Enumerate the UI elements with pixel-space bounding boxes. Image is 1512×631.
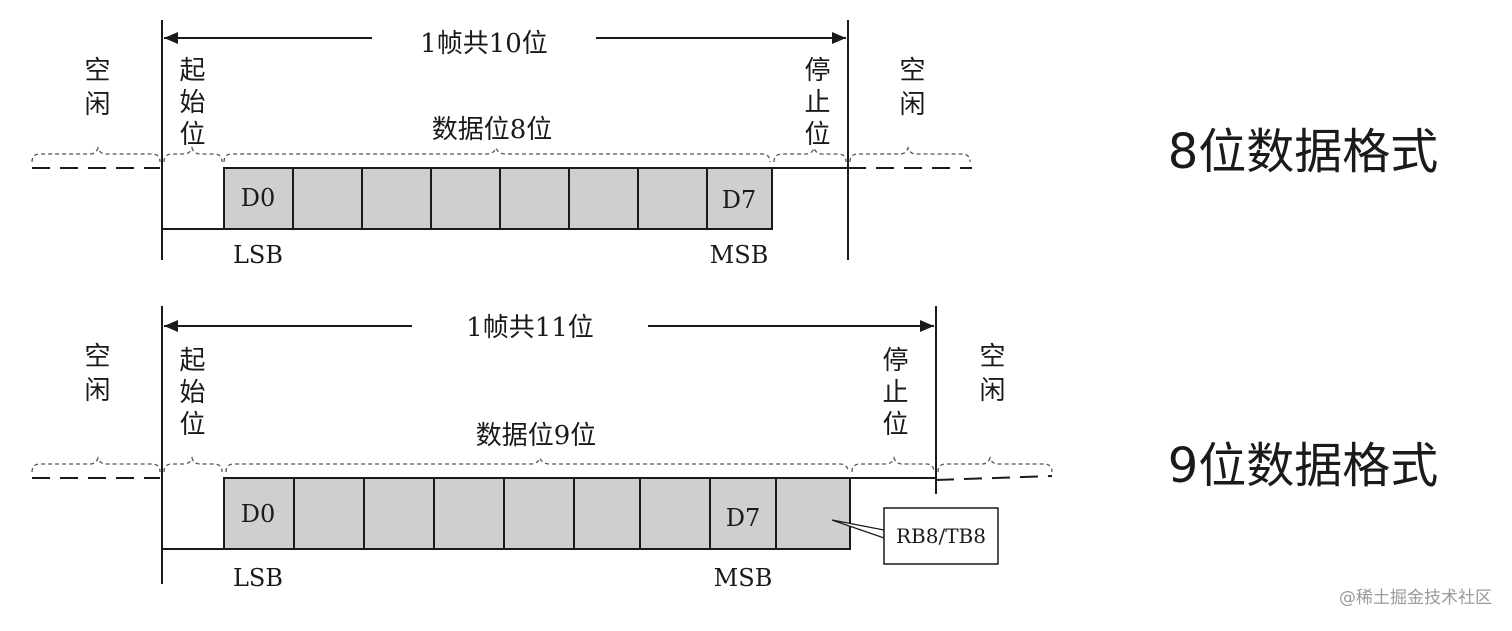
brace-stop: [851, 455, 935, 473]
bit-cell: [568, 167, 639, 230]
data-bit-cells: [223, 167, 773, 230]
brace-idle-left: [31, 455, 161, 473]
diagram-9bit: 1帧共11位 空闲 空闲 起始位 停止位 数据位9位 D0 D7 LSB MSB: [31, 306, 1439, 592]
bit-cell-rb8-tb8: [775, 477, 851, 550]
bit-cell: [503, 477, 575, 550]
idle-label-left: 空闲: [80, 342, 110, 410]
diagram-8bit: 1帧共10位 空闲 空闲 起始位 停止位 数据位8位 D0: [31, 20, 1439, 269]
frame-length-label: 1帧共10位: [420, 29, 548, 59]
msb-label: MSB: [714, 564, 773, 592]
data-bit-cells: [223, 477, 851, 550]
bit-cell: [573, 477, 641, 550]
start-bit-label: 起始位: [175, 56, 205, 152]
brace-idle-left: [31, 145, 161, 163]
idle-label-left: 空闲: [80, 56, 110, 124]
callout-label: RB8/TB8: [896, 524, 986, 548]
idle-line-right: [935, 475, 1053, 481]
bit-cell-d7: [706, 167, 773, 230]
frame-arrowhead-left: [164, 32, 178, 44]
idle-label-right: 空闲: [895, 56, 925, 124]
lsb-label: LSB: [233, 241, 283, 269]
bit-cell: [430, 167, 501, 230]
format-title: 9位数据格式: [1168, 438, 1439, 494]
frame-length-label: 1帧共11位: [466, 313, 594, 343]
data-bits-label: 数据位9位: [476, 421, 597, 451]
bit-cell-d0: [223, 477, 295, 550]
idle-label-right: 空闲: [975, 342, 1005, 410]
bit-cell: [433, 477, 505, 550]
bit-cell: [293, 477, 365, 550]
watermark: @稀土掘金技术社区: [1339, 588, 1492, 608]
bit-cell-d0: [223, 167, 294, 230]
frame-arrowhead-left: [164, 320, 178, 332]
bit-label-d0: D0: [241, 500, 276, 528]
brace-idle-right: [937, 455, 1053, 473]
brace-data: [223, 145, 771, 163]
brace-stop: [773, 145, 847, 163]
lsb-label: LSB: [233, 564, 283, 592]
bit-label-d7: D7: [722, 186, 757, 214]
data-bits-label: 数据位8位: [432, 115, 553, 145]
format-title: 8位数据格式: [1168, 124, 1439, 180]
bit-cell: [361, 167, 432, 230]
brace-start: [163, 455, 223, 473]
frame-arrowhead-right: [832, 32, 846, 44]
callout-box: [883, 507, 999, 565]
frame-arrowhead-right: [920, 320, 934, 332]
start-bit-label: 起始位: [175, 346, 205, 442]
bit-cell: [637, 167, 708, 230]
brace-idle-right: [849, 145, 971, 163]
bit-label-d0: D0: [241, 184, 276, 212]
stop-bit-label: 停止位: [800, 56, 830, 152]
stop-bit-label: 停止位: [878, 346, 908, 442]
msb-label: MSB: [710, 241, 769, 269]
bit-cell: [639, 477, 711, 550]
bit-cell: [363, 477, 435, 550]
bit-cell: [499, 167, 570, 230]
bit-cell: [292, 167, 363, 230]
brace-data: [225, 455, 849, 473]
brace-start: [163, 145, 223, 163]
bit-label-d7: D7: [726, 504, 761, 532]
